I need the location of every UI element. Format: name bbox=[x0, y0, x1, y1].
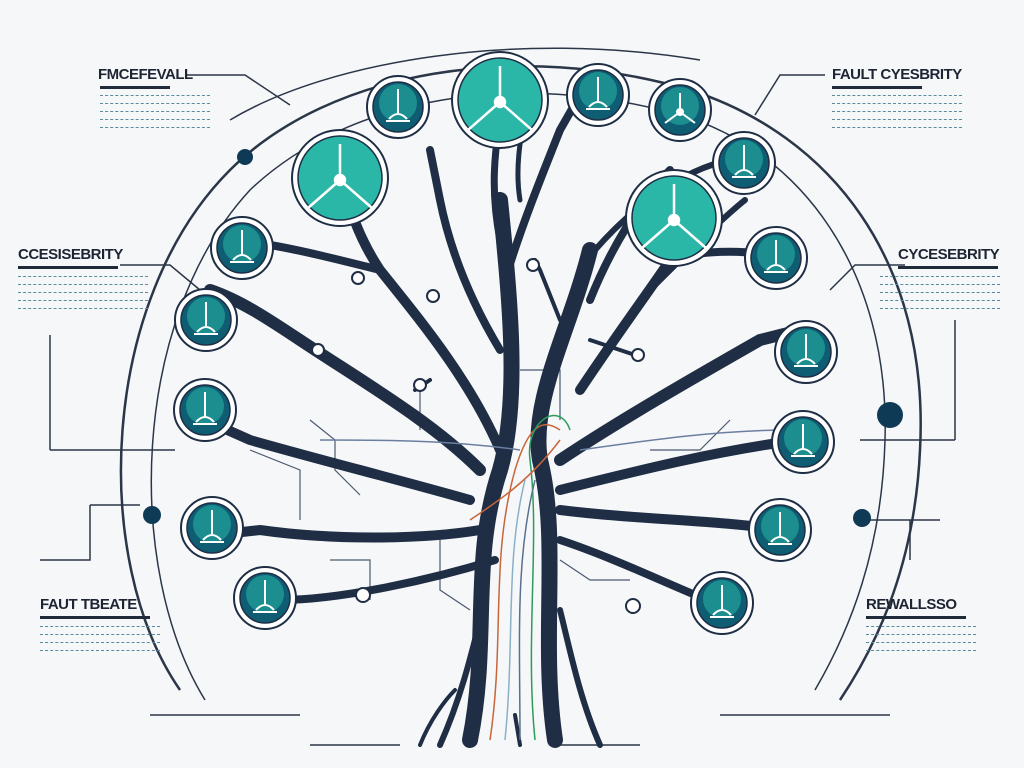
fork-icon bbox=[664, 93, 696, 124]
node-8 bbox=[210, 216, 274, 280]
flask-icon bbox=[794, 334, 818, 367]
flask-icon bbox=[253, 580, 277, 613]
flask-icon bbox=[710, 585, 734, 618]
flask-icon bbox=[791, 424, 815, 457]
label-bottom-left: FAUT TBEATE bbox=[40, 596, 137, 613]
text-lines-top-right bbox=[832, 95, 962, 135]
label-mid-left: CCESISEBRITY bbox=[18, 246, 123, 263]
node-15 bbox=[748, 498, 812, 562]
fork-icon bbox=[467, 66, 533, 131]
text-lines-bottom-right bbox=[866, 626, 976, 658]
node-group bbox=[173, 51, 838, 635]
flask-icon bbox=[193, 392, 217, 425]
flask-icon bbox=[764, 240, 788, 273]
flask-icon bbox=[586, 77, 610, 110]
node-17 bbox=[690, 571, 754, 635]
label-top-right-underline bbox=[832, 86, 922, 89]
fork-icon bbox=[641, 184, 707, 249]
flask-icon bbox=[194, 302, 218, 335]
text-lines-mid-left bbox=[18, 276, 148, 316]
label-mid-right: CYCESEBRITY bbox=[898, 246, 1000, 263]
node-12 bbox=[173, 378, 237, 442]
label-bottom-right-underline bbox=[866, 616, 966, 619]
trunk-wires bbox=[319, 414, 791, 741]
label-top-left: FMCEFEVALL bbox=[98, 66, 193, 83]
flask-icon bbox=[200, 510, 224, 543]
node-6 bbox=[712, 131, 776, 195]
node-5 bbox=[291, 129, 389, 227]
node-1 bbox=[451, 51, 549, 149]
fork-icon bbox=[307, 144, 373, 209]
text-lines-top-left bbox=[100, 95, 210, 135]
node-14 bbox=[180, 496, 244, 560]
label-mid-right-underline bbox=[898, 266, 998, 269]
node-10 bbox=[174, 288, 238, 352]
label-bottom-right: REWALLSSO bbox=[866, 596, 957, 613]
flask-icon bbox=[386, 89, 410, 122]
pin-dots bbox=[143, 149, 903, 614]
text-lines-bottom-left bbox=[40, 626, 160, 658]
flask-icon bbox=[768, 512, 792, 545]
label-mid-left-underline bbox=[18, 266, 118, 269]
label-top-left-underline bbox=[100, 86, 170, 89]
text-lines-mid-right bbox=[880, 276, 1000, 316]
node-16 bbox=[233, 566, 297, 630]
node-2 bbox=[366, 75, 430, 139]
node-3 bbox=[566, 63, 630, 127]
flask-icon bbox=[732, 145, 756, 178]
node-11 bbox=[774, 320, 838, 384]
flask-icon bbox=[230, 230, 254, 263]
node-7 bbox=[625, 169, 723, 267]
node-13 bbox=[771, 410, 835, 474]
node-4 bbox=[648, 78, 712, 142]
label-top-right: FAULT CYESBRITY bbox=[832, 66, 962, 83]
label-bottom-left-underline bbox=[40, 616, 150, 619]
node-9 bbox=[744, 226, 808, 290]
